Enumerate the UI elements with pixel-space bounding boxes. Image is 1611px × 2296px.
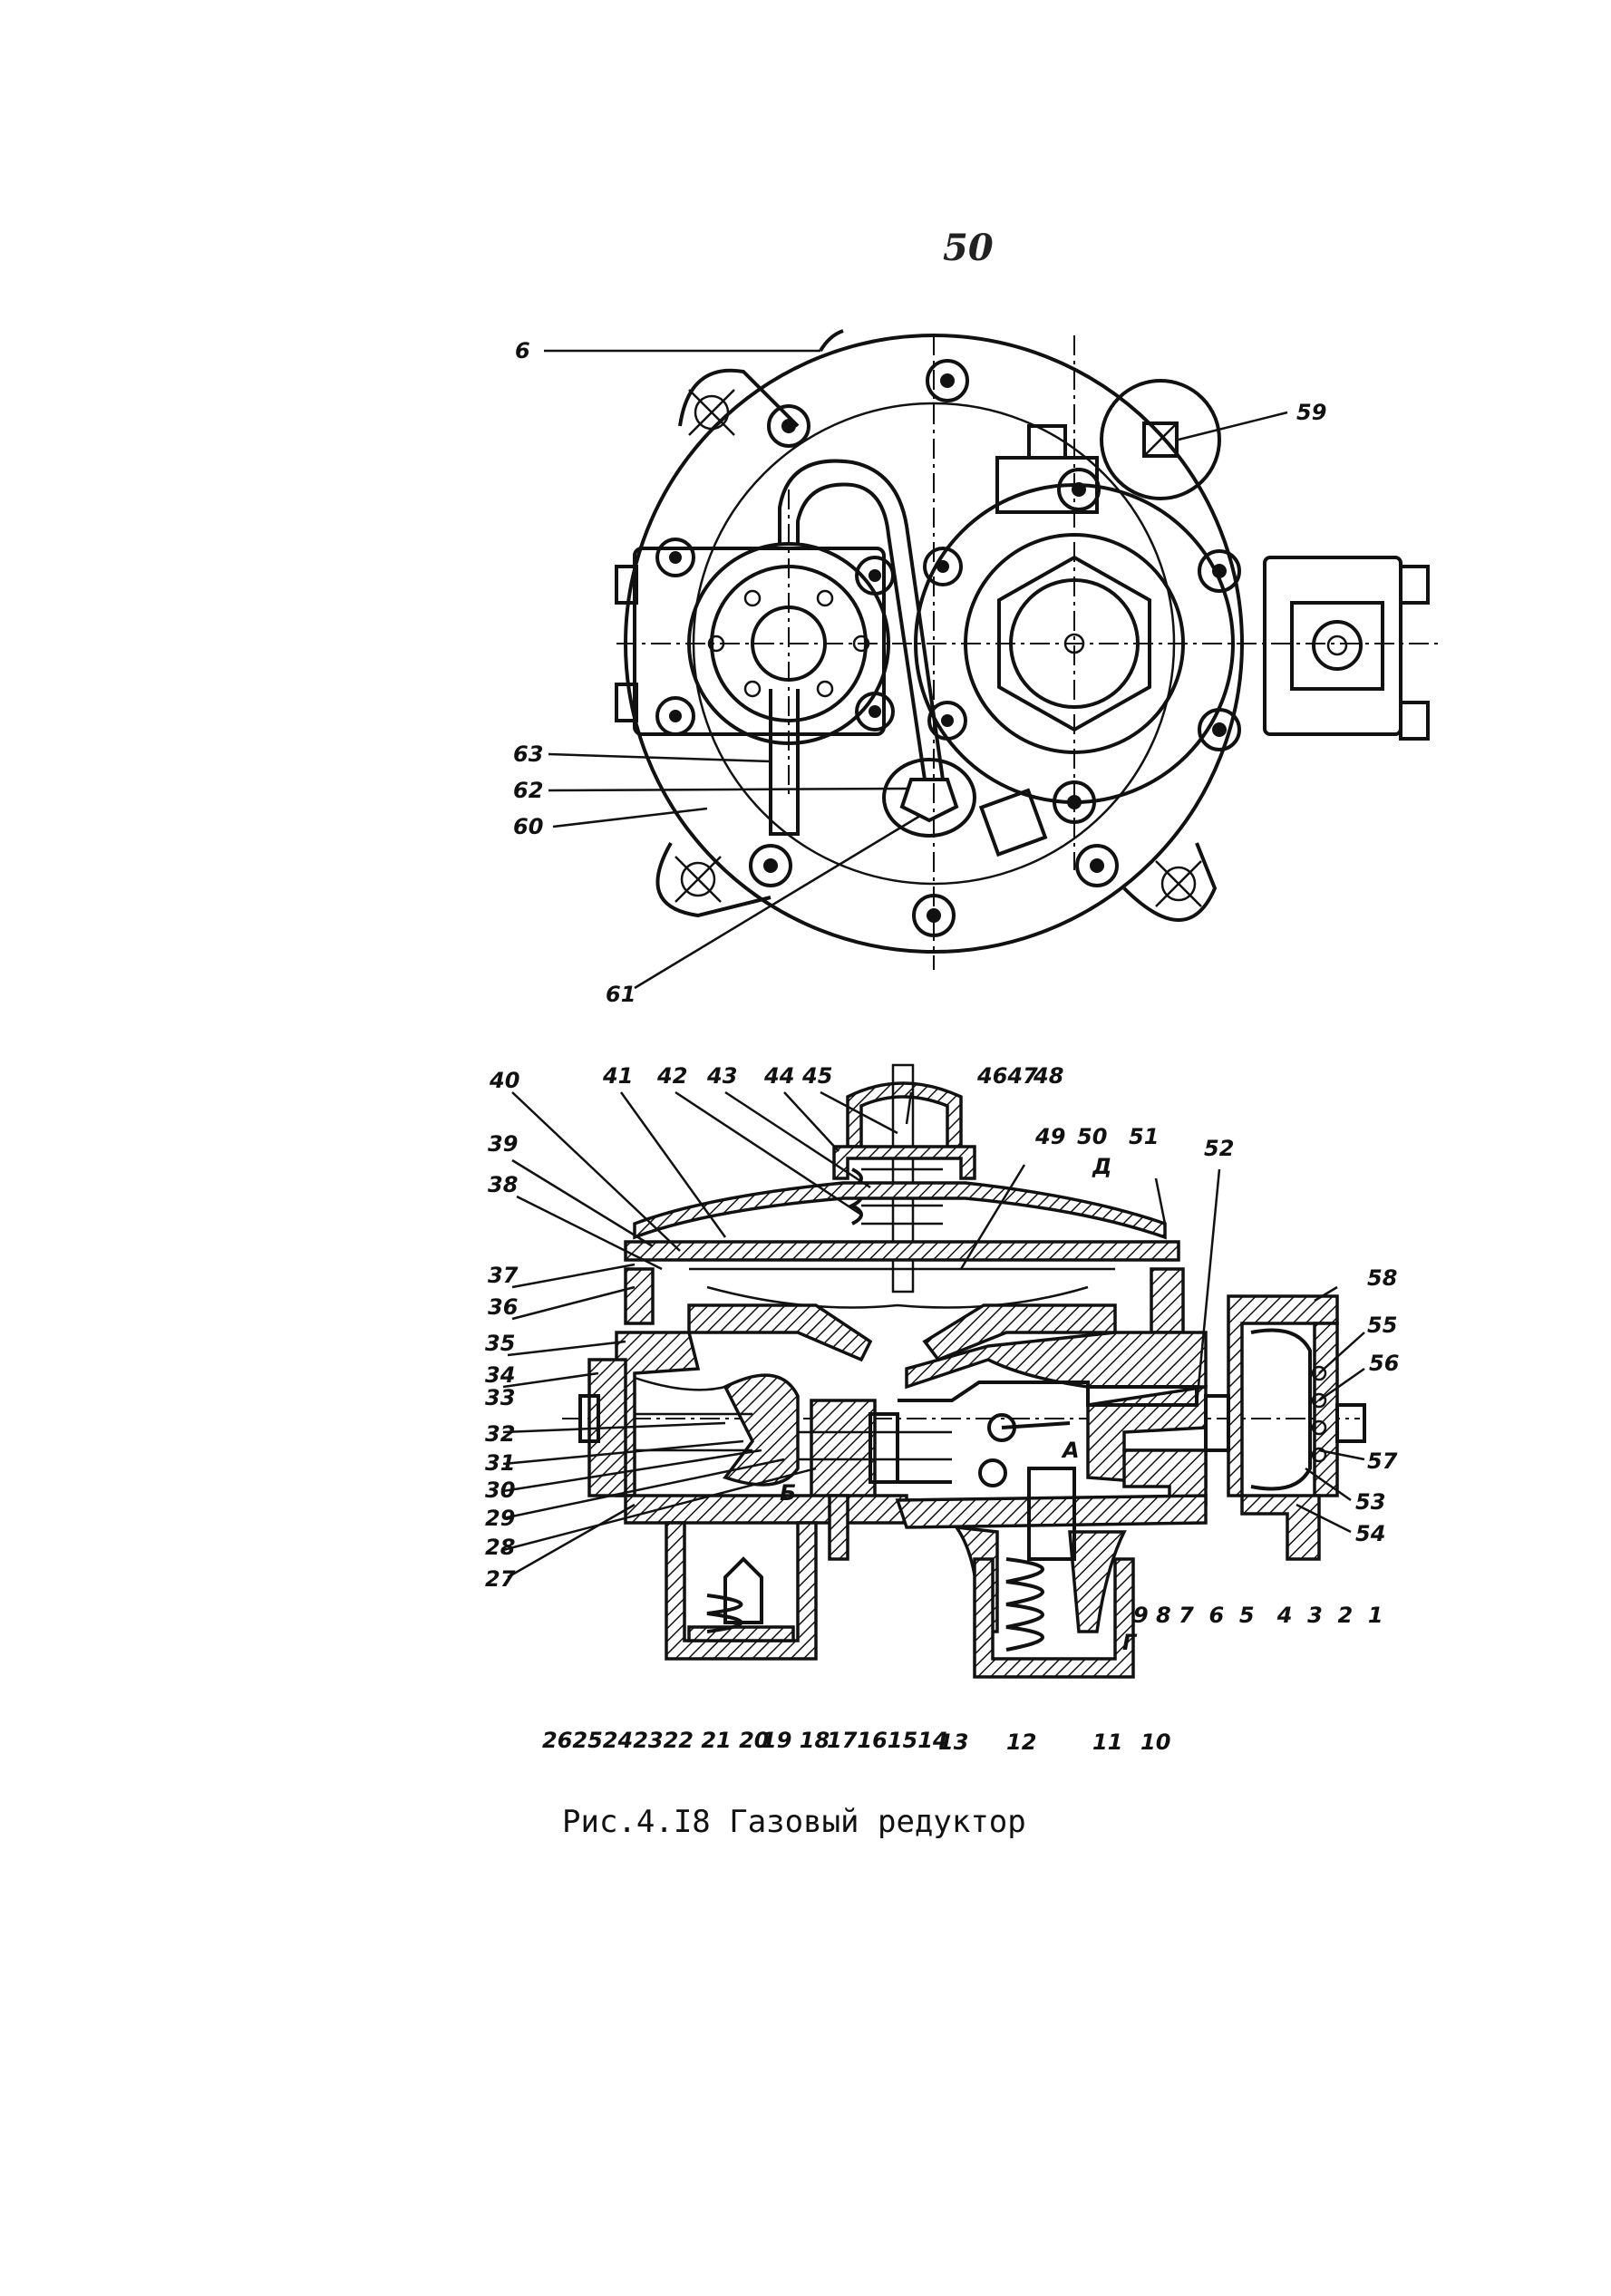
label-B: Б — [780, 1480, 796, 1506]
label-30: 30 — [485, 1477, 515, 1503]
label-62: 62 — [513, 778, 543, 803]
label-27: 27 — [485, 1566, 516, 1592]
label-41: 41 — [602, 1063, 633, 1089]
label-39: 39 — [488, 1131, 518, 1157]
label-56: 56 — [1369, 1351, 1399, 1376]
page-number: 50 — [943, 227, 994, 269]
label-46-47: 4647 — [976, 1063, 1038, 1089]
label-38: 38 — [488, 1172, 518, 1197]
label-10: 10 — [1140, 1729, 1170, 1755]
label-29: 29 — [485, 1506, 515, 1531]
section-view — [502, 1063, 1366, 1679]
label-44: 44 — [763, 1063, 794, 1089]
label-28: 28 — [485, 1535, 515, 1560]
label-11: 11 — [1092, 1729, 1122, 1755]
label-31: 31 — [485, 1450, 515, 1476]
label-17-14: 17161514 — [827, 1728, 948, 1753]
label-50: 50 — [1077, 1124, 1107, 1149]
label-36: 36 — [488, 1294, 518, 1320]
label-37: 37 — [488, 1263, 519, 1288]
label-12: 12 — [1006, 1729, 1036, 1755]
label-58: 58 — [1367, 1265, 1397, 1291]
label-40: 40 — [489, 1068, 519, 1093]
label-19-18: 19 18 — [762, 1728, 830, 1753]
label-9-1: 9 8 7 6 5 4 3 2 1 — [1133, 1603, 1383, 1628]
label-42: 42 — [656, 1063, 687, 1089]
label-59: 59 — [1296, 400, 1326, 425]
label-33: 33 — [485, 1385, 515, 1410]
label-48: 48 — [1033, 1063, 1063, 1089]
label-53: 53 — [1355, 1489, 1385, 1515]
label-51: 51 — [1129, 1124, 1159, 1149]
label-61: 61 — [606, 982, 636, 1007]
label-52: 52 — [1204, 1136, 1234, 1161]
label-13: 13 — [938, 1729, 968, 1755]
label-57: 57 — [1367, 1448, 1398, 1474]
label-55: 55 — [1367, 1313, 1397, 1338]
top-view — [544, 329, 1441, 990]
label-54: 54 — [1355, 1521, 1385, 1546]
label-26-20: 2625242322 21 20 — [542, 1728, 770, 1753]
label-35: 35 — [485, 1331, 515, 1356]
figure-caption: Рис.4.I8 Газовый редуктор — [562, 1804, 1026, 1840]
label-49: 49 — [1034, 1124, 1065, 1149]
label-G: Г — [1122, 1630, 1138, 1655]
label-45: 45 — [801, 1063, 832, 1089]
label-63: 63 — [513, 741, 543, 767]
label-43: 43 — [706, 1063, 737, 1089]
label-32: 32 — [485, 1421, 515, 1447]
label-6: 6 — [515, 338, 530, 363]
label-34: 34 — [485, 1362, 515, 1388]
label-D: Д — [1092, 1154, 1111, 1179]
label-A: А — [1061, 1438, 1080, 1463]
label-60: 60 — [513, 814, 543, 839]
